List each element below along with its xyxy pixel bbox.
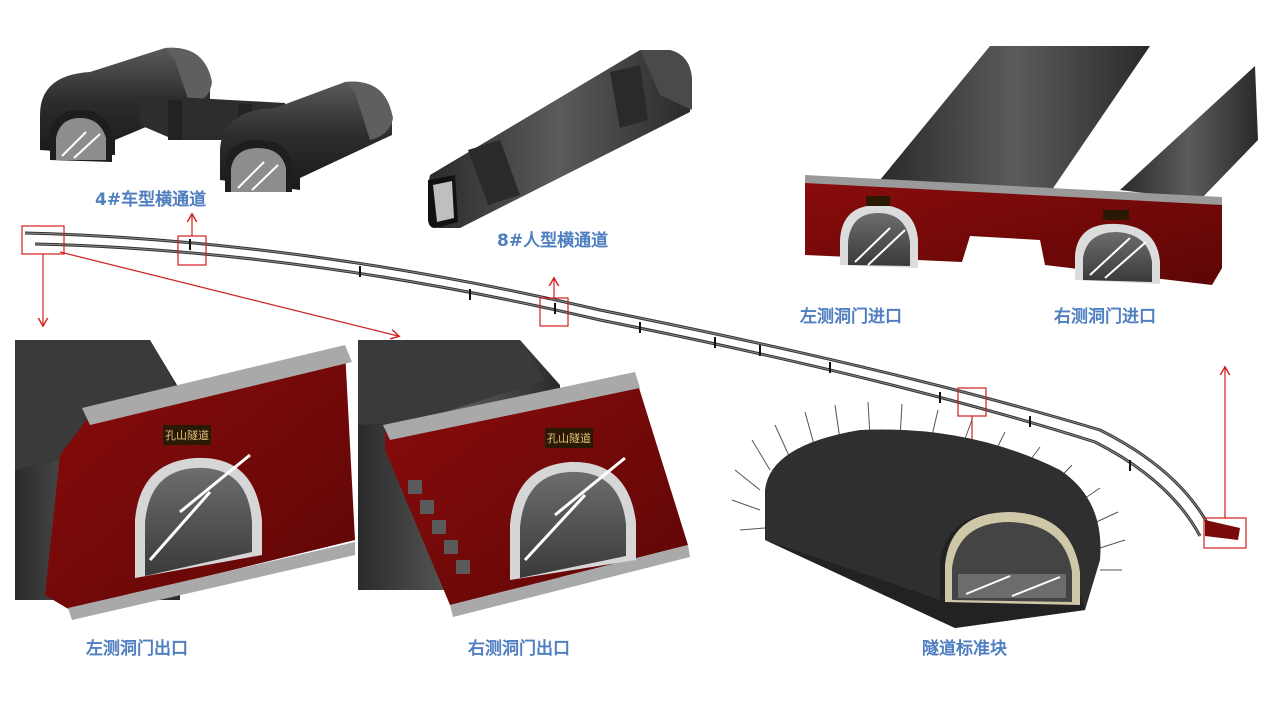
callout-arrows (43, 215, 1225, 518)
tunnel-alignment (24, 231, 1240, 540)
left-exit-portal-model: 孔山隧道 (15, 340, 355, 620)
label-right-portal-exit: 右测洞门出口 (468, 639, 570, 659)
label-vehicle-cross-passage: 4#车型横通道 (95, 190, 207, 210)
highlight-exit-portals (21, 225, 65, 255)
right-exit-portal-model: 孔山隧道 (358, 340, 690, 617)
entry-portals-model (805, 46, 1258, 285)
portal-plaque-small (1103, 210, 1129, 220)
standard-block-model (731, 401, 1126, 628)
cross-passage-pedestrian-model (428, 50, 692, 228)
label-pedestrian-cross-passage: 8#人型横通道 (497, 231, 609, 251)
cross-passage-vehicle-model (40, 47, 393, 192)
portal-plaque-small (866, 196, 890, 206)
label-left-portal-exit: 左测洞门出口 (86, 639, 188, 659)
portal-plaque-text: 孔山隧道 (547, 431, 591, 445)
highlight-vehicle-passage (177, 235, 207, 266)
label-standard-block: 隧道标准块 (922, 639, 1007, 659)
label-right-portal-entry: 右测洞门进口 (1054, 307, 1156, 327)
label-left-portal-entry: 左测洞门进口 (800, 307, 902, 327)
portal-plaque-text: 孔山隧道 (165, 428, 209, 442)
